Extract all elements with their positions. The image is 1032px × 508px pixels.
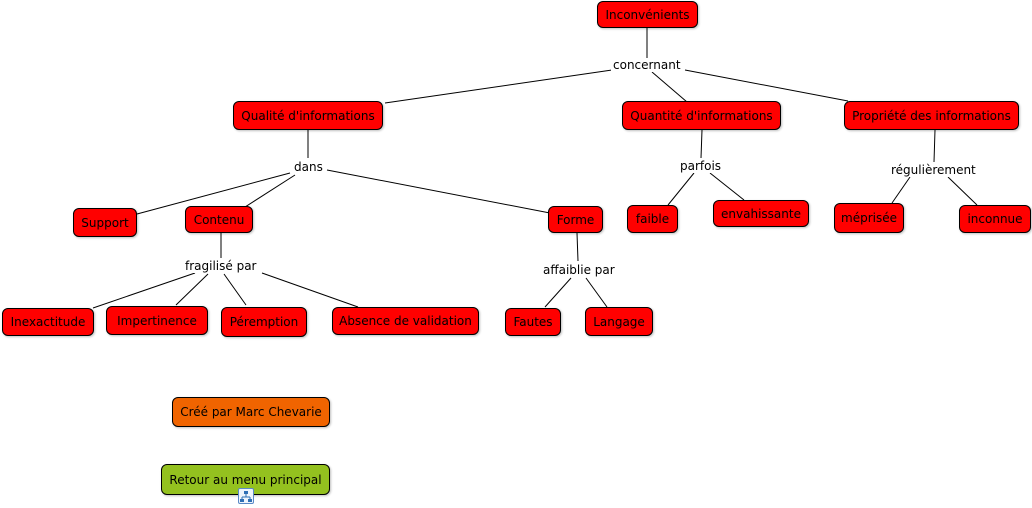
concept-map-icon-glyph: [240, 491, 252, 502]
concept-support[interactable]: Support: [73, 208, 137, 237]
connector: [891, 176, 911, 204]
connector: [585, 277, 608, 308]
concept-contenu[interactable]: Contenu: [185, 206, 253, 233]
concept-envahissante[interactable]: envahissante: [713, 200, 809, 227]
connector: [384, 69, 613, 104]
back-to-main-menu-button[interactable]: Retour au menu principal: [161, 464, 330, 495]
concept-qualite-informations[interactable]: Qualité d'informations: [233, 101, 383, 130]
concept-quantite-informations[interactable]: Quantité d'informations: [622, 101, 781, 130]
connector: [175, 273, 209, 306]
connector: [92, 272, 196, 309]
link-dans: dans: [292, 160, 325, 174]
concept-inconnue[interactable]: inconnue: [959, 205, 1031, 233]
credit-badge: Créé par Marc Chevarie: [172, 397, 330, 427]
connector: [244, 174, 296, 208]
concept-forme[interactable]: Forme: [548, 206, 603, 233]
concept-map-icon[interactable]: [238, 488, 254, 504]
concept-inconvenients[interactable]: Inconvénients: [597, 1, 698, 28]
connector: [709, 172, 745, 201]
connector: [700, 129, 703, 159]
concept-propriete-informations[interactable]: Propriété des informations: [844, 101, 1019, 130]
connector: [544, 277, 572, 308]
connector: [326, 169, 551, 214]
connector: [667, 172, 695, 206]
connector: [223, 273, 247, 306]
link-affaiblie-par: affaiblie par: [541, 263, 617, 277]
link-regulierement: régulièrement: [889, 163, 978, 177]
connector: [261, 272, 359, 308]
concept-faible[interactable]: faible: [627, 205, 678, 233]
connector: [684, 69, 849, 102]
concept-langage[interactable]: Langage: [585, 307, 653, 336]
concept-absence-validation[interactable]: Absence de validation: [332, 307, 479, 335]
concept-fautes[interactable]: Fautes: [505, 308, 561, 336]
link-parfois: parfois: [678, 159, 724, 173]
connector: [576, 232, 579, 262]
link-fragilise-par: fragilisé par: [183, 259, 259, 273]
concept-meprisee[interactable]: méprisée: [834, 203, 904, 233]
connector: [933, 129, 936, 163]
concept-inexactitude[interactable]: Inexactitude: [2, 308, 94, 336]
concept-impertinence[interactable]: Impertinence: [106, 306, 208, 335]
connector: [947, 176, 978, 206]
link-concernant: concernant: [611, 58, 683, 72]
connector: [136, 172, 291, 215]
connector: [651, 71, 688, 103]
concept-peremption[interactable]: Péremption: [221, 307, 307, 337]
